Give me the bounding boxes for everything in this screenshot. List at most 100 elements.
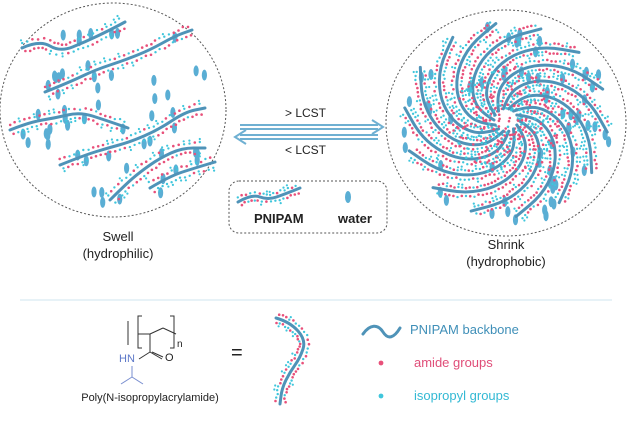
isopropyl-dot — [147, 180, 150, 184]
isopropyl-dot — [526, 172, 530, 175]
isopropyl-dot — [475, 212, 478, 215]
amide-dot — [594, 117, 597, 121]
amide-dot — [529, 207, 532, 211]
amide-dot — [193, 141, 197, 144]
amide-dot — [57, 111, 61, 114]
isopropyl-dot — [484, 62, 487, 65]
amide-dot — [489, 191, 493, 195]
isopropyl-dot — [532, 158, 535, 162]
amide-dot — [62, 108, 65, 112]
isopropyl-dot — [500, 46, 504, 50]
isopropyl-dot — [562, 62, 566, 65]
water-molecule — [406, 96, 412, 108]
amide-dot — [174, 123, 178, 126]
isopropyl-dot — [278, 199, 281, 202]
amide-dot — [192, 171, 196, 175]
isopropyl-dot — [85, 159, 89, 162]
amide-dot — [91, 146, 95, 149]
isopropyl-dot — [480, 68, 484, 71]
isopropyl-dot — [581, 136, 585, 140]
isopropyl-dot — [260, 200, 263, 203]
isopropyl-dot — [584, 81, 587, 85]
amide-dot — [545, 67, 549, 71]
amide-dot — [561, 98, 565, 101]
isopropyl-dot — [105, 192, 108, 195]
isopropyl-dot — [549, 157, 552, 160]
isopropyl-dot — [536, 110, 539, 113]
water-molecule — [45, 79, 51, 91]
isopropyl-dot — [526, 186, 529, 190]
isopropyl-dot — [156, 122, 159, 125]
isopropyl-dot — [48, 112, 51, 116]
isopropyl-dot — [558, 145, 561, 148]
isopropyl-dot — [433, 139, 436, 142]
isopropyl-dot — [505, 107, 508, 110]
isopropyl-dot — [298, 340, 301, 343]
backbone-legend-icon — [361, 324, 402, 339]
amide-dot — [552, 52, 555, 55]
amide-dot — [274, 399, 277, 403]
amide-dot — [503, 149, 506, 152]
isopropyl-dot — [528, 73, 531, 76]
isopropyl-dot — [82, 46, 85, 50]
amide-dot — [492, 95, 495, 98]
isopropyl-dot — [549, 69, 552, 72]
isopropyl-dot — [285, 184, 288, 187]
isopropyl-dot — [598, 105, 602, 108]
isopropyl-dot — [78, 108, 82, 111]
isopropyl-dot — [18, 120, 21, 123]
isopropyl-dot — [287, 361, 290, 364]
isopropyl-dot — [154, 51, 157, 54]
amide-dot — [496, 139, 500, 142]
amide-dot — [594, 87, 598, 91]
isopropyl-dot — [479, 135, 483, 138]
amide-dot — [454, 144, 458, 148]
isopropyl-dot — [513, 138, 517, 142]
isopropyl-dot — [520, 123, 523, 126]
amide-dot — [117, 182, 120, 186]
amide-dot — [511, 166, 515, 170]
amide-dot — [458, 144, 461, 148]
isopropyl-dot — [455, 105, 458, 108]
isopropyl-dot — [184, 179, 187, 182]
isopropyl-dot — [466, 133, 469, 137]
isopropyl-dot — [475, 92, 479, 95]
isopropyl-dot — [469, 125, 473, 128]
amide-dot — [463, 66, 467, 69]
amide-dot — [91, 43, 94, 46]
swell-water-molecules — [20, 27, 207, 208]
amide-dot — [455, 176, 458, 179]
isopropyl-dot — [461, 94, 465, 97]
isopropyl-dot — [36, 128, 39, 131]
water-molecule — [581, 165, 587, 177]
amide-dot — [502, 203, 506, 207]
amide-dot — [486, 209, 490, 212]
isopropyl-dot — [530, 112, 533, 116]
amide-dot — [469, 72, 472, 75]
isopropyl-dot — [118, 55, 121, 58]
isopropyl-dot — [459, 153, 462, 156]
amide-dot — [430, 126, 433, 129]
amide-dot — [573, 120, 576, 123]
amide-dot — [434, 150, 437, 154]
amide-dot — [452, 70, 456, 74]
amide-dot — [539, 185, 543, 188]
amide-dot — [483, 183, 486, 187]
amide-dot — [455, 125, 459, 129]
amide-dot — [553, 134, 556, 138]
isopropyl-dot — [477, 134, 481, 137]
amide-dot — [166, 158, 170, 161]
water-molecule — [569, 58, 576, 70]
amide-dot — [65, 86, 69, 90]
amide-dot — [581, 78, 585, 82]
isopropyl-dot — [47, 95, 51, 98]
isopropyl-dot — [506, 161, 509, 165]
amide-dot — [123, 27, 126, 31]
isopropyl-dot — [524, 45, 527, 49]
isopropyl-dot — [559, 52, 563, 56]
inset-legend — [228, 180, 388, 234]
amide-dot — [527, 138, 531, 142]
isopropyl-dot — [529, 156, 532, 159]
isopropyl-dot — [59, 120, 63, 123]
isopropyl-dot — [467, 178, 471, 181]
